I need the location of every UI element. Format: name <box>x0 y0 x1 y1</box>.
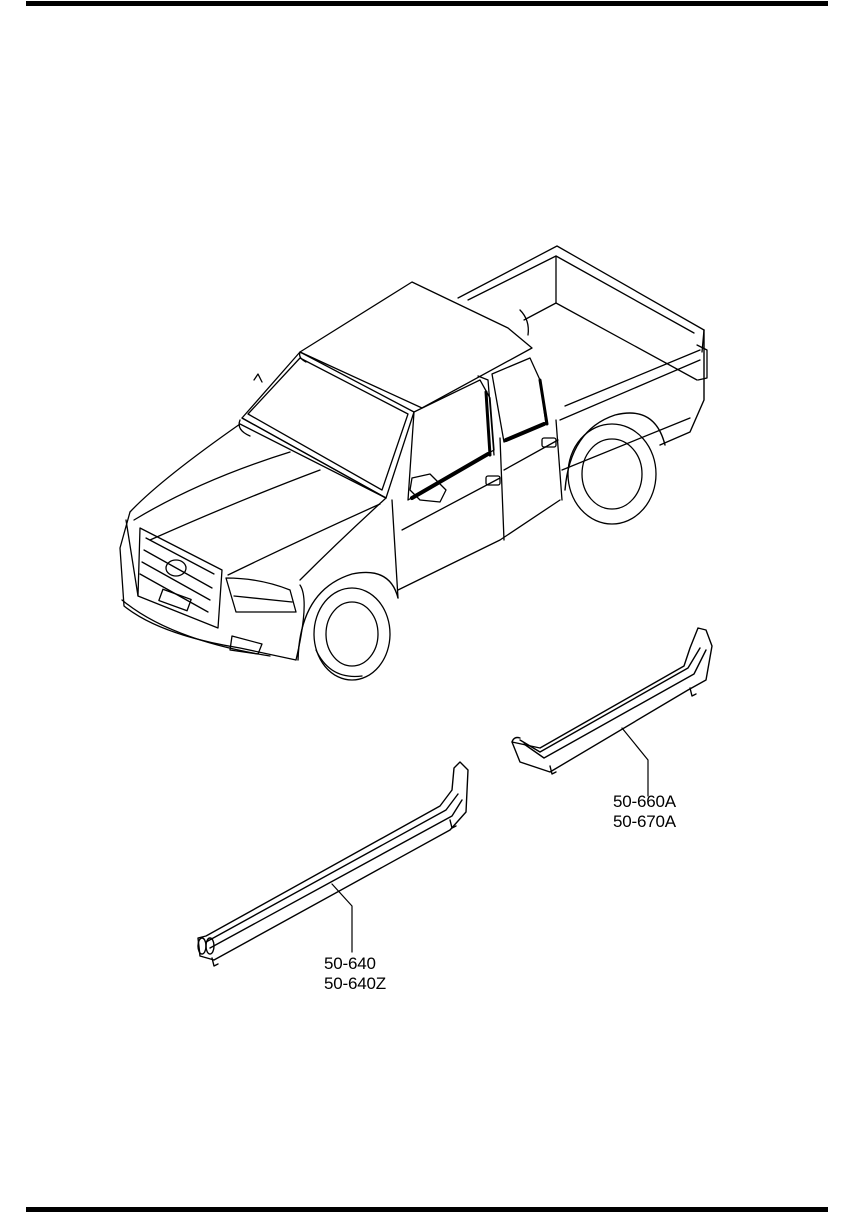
pickup-truck-illustration <box>119 245 708 681</box>
front-weatherstrip-part-number-2: 50-640Z <box>324 974 386 993</box>
rear-weatherstrip-callout: 50-660A 50-670A <box>613 792 676 832</box>
rear-weatherstrip-leader-line <box>621 727 649 797</box>
top-border-rule <box>26 1 828 6</box>
rear-weatherstrip-part-number-2: 50-670A <box>613 812 676 831</box>
rear-weatherstrip-part-number-1: 50-660A <box>613 792 676 811</box>
front-door-weatherstrip-part <box>197 761 469 967</box>
front-weatherstrip-leader-line <box>331 883 353 953</box>
rear-door-weatherstrip-part <box>511 627 713 797</box>
bottom-border-rule <box>26 1207 828 1212</box>
front-weatherstrip-part-number-1: 50-640 <box>324 954 376 973</box>
front-weatherstrip-callout: 50-640 50-640Z <box>324 954 386 994</box>
